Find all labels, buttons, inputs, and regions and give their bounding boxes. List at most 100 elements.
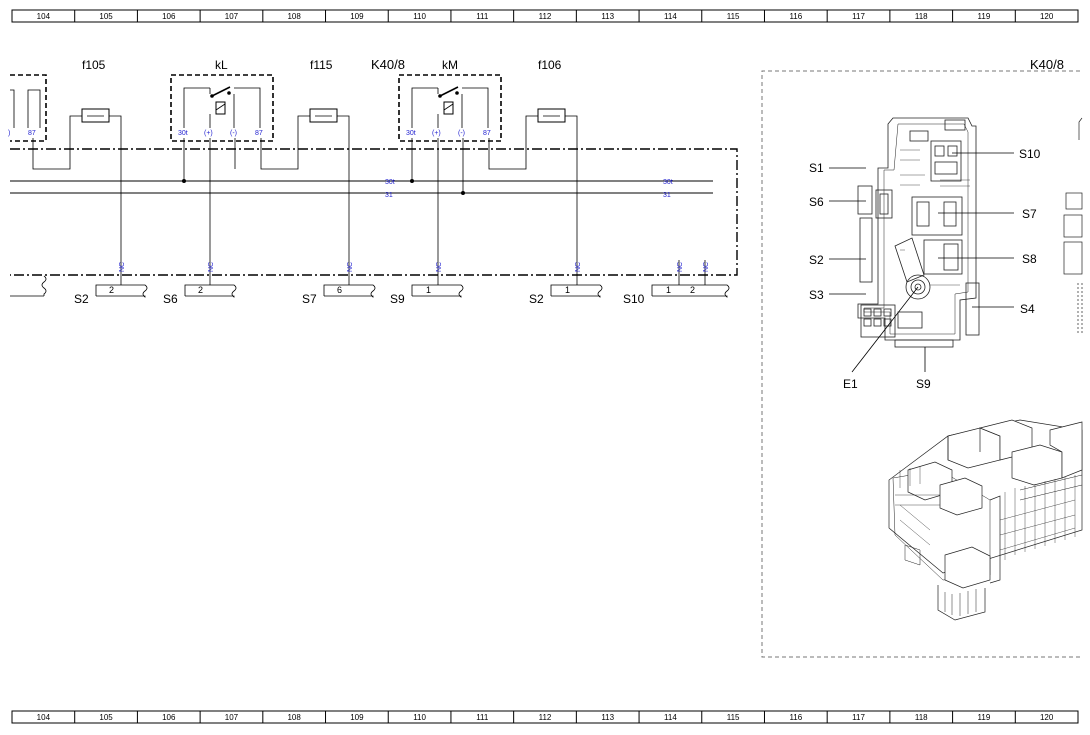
- relay-kl-pin-30t: 30t: [178, 130, 188, 137]
- nc-label: NC: [208, 262, 215, 272]
- relay-km-pin-30t: 30t: [406, 130, 416, 137]
- connector-name: S2: [74, 292, 89, 306]
- relay-km-pin-minus: (-): [458, 130, 465, 137]
- callout-s10: S10: [1019, 147, 1041, 161]
- connector-pin: 6: [337, 285, 342, 295]
- ruler-column-label: 108: [287, 713, 301, 722]
- callout-s2: S2: [809, 253, 824, 267]
- connector-s2-b: 1 S2: [529, 284, 603, 306]
- callout-s9: S9: [916, 377, 931, 391]
- callout-s6: S6: [809, 195, 824, 209]
- ruler-column-label: 111: [476, 12, 489, 21]
- nc-label: NC: [347, 262, 354, 272]
- ruler-column-label: 117: [852, 12, 865, 21]
- connector-s2-a: 2 S2: [74, 284, 148, 306]
- nc-label: NC: [677, 262, 684, 272]
- ruler-column-label: 109: [350, 12, 364, 21]
- connector-pin: 1: [565, 285, 570, 295]
- bus-label-30t: 30t: [385, 179, 395, 186]
- ruler-column-label: 120: [1040, 713, 1054, 722]
- ruler-column-label: 115: [727, 713, 740, 722]
- connector-name: S7: [302, 292, 317, 306]
- connector-s6: 2 S6: [163, 284, 237, 306]
- column-ruler-bottom-frame: [11, 710, 1079, 724]
- connector-pin: 2: [198, 285, 203, 295]
- fuse-f115: f115: [297, 58, 350, 149]
- ruler-column-label: 112: [539, 713, 552, 722]
- column-ruler-top-frame: [11, 9, 1079, 23]
- ruler-column-label: 106: [162, 713, 176, 722]
- module-boundary: [10, 148, 738, 276]
- fuse-f106-label: f106: [538, 58, 562, 72]
- ruler-column-label: 120: [1040, 12, 1054, 21]
- detail-leader-lines: [829, 152, 1014, 373]
- ruler-column-label: 117: [852, 713, 865, 722]
- left-partial-relay: ) 87: [8, 74, 71, 170]
- relay-km-pin-plus: (+): [432, 130, 441, 137]
- partial-side-view: [1063, 117, 1083, 335]
- callout-s1: S1: [809, 161, 824, 175]
- module-label-main: K40/8: [371, 57, 405, 72]
- connector-pin: 2: [109, 285, 114, 295]
- fuse-f105: f105: [69, 58, 122, 149]
- nc-label: NC: [436, 262, 443, 272]
- ruler-column-label: 118: [915, 12, 928, 21]
- connector-s7: 6 S7: [302, 284, 376, 306]
- ruler-column-label: 107: [225, 713, 239, 722]
- ruler-column-label: 114: [664, 713, 677, 722]
- left-partial-paren: ): [8, 130, 10, 137]
- module-isometric-view: [888, 419, 1083, 621]
- connector-s9: 1 S9: [390, 284, 464, 306]
- module-detail-view: K40/8: [761, 57, 1083, 658]
- connector-s10: 1 2 S10: [623, 284, 730, 306]
- relay-kl-pin-minus: (-): [230, 130, 237, 137]
- ruler-column-label: 113: [601, 12, 614, 21]
- relay-kl-pin-87: 87: [255, 130, 263, 137]
- ruler-column-label: 114: [664, 12, 677, 21]
- ruler-column-label: 116: [789, 12, 802, 21]
- nc-label: NC: [575, 262, 582, 272]
- connector-left-partial: [10, 275, 47, 297]
- ruler-column-label: 116: [789, 713, 802, 722]
- ruler-column-label: 105: [99, 12, 113, 21]
- relay-kl-pin-plus: (+): [204, 130, 213, 137]
- ruler-column-label: 104: [37, 713, 51, 722]
- relay-kl-label: kL: [215, 58, 228, 72]
- fuse-f115-label: f115: [310, 58, 333, 72]
- left-partial-pin-87: 87: [28, 130, 36, 137]
- callout-e1: E1: [843, 377, 858, 391]
- connector-pin: 1: [666, 285, 671, 295]
- relay-km: kM 30t (+) (-) 87: [398, 58, 527, 195]
- ruler-column-label: 105: [99, 713, 113, 722]
- connector-name: S2: [529, 292, 544, 306]
- connector-name: S9: [390, 292, 405, 306]
- ruler-column-label: 115: [727, 12, 740, 21]
- module-top-view: [857, 117, 980, 348]
- ruler-column-label: 119: [978, 713, 991, 722]
- feeder-wires: [120, 149, 706, 285]
- callout-s8: S8: [1022, 252, 1037, 266]
- fuse-f105-label: f105: [82, 58, 106, 72]
- ruler-column-label: 110: [413, 713, 426, 722]
- ruler-column-label: 108: [287, 12, 301, 21]
- callout-s4: S4: [1020, 302, 1035, 316]
- nc-labels: NC NC NC NC NC NC NC: [119, 262, 710, 272]
- ruler-column-label: 106: [162, 12, 176, 21]
- connector-pin: 1: [426, 285, 431, 295]
- nc-label: NC: [703, 262, 710, 272]
- connector-pin: 2: [690, 285, 695, 295]
- ruler-column-label: 107: [225, 12, 239, 21]
- module-label-detail: K40/8: [1030, 57, 1064, 72]
- ruler-column-label: 111: [476, 713, 489, 722]
- connector-name: S6: [163, 292, 178, 306]
- relay-kl: kL 30t (+) (-) 87: [170, 58, 299, 183]
- ruler-column-label: 109: [350, 713, 364, 722]
- nc-label: NC: [119, 262, 126, 272]
- callout-s3: S3: [809, 288, 824, 302]
- detail-callouts: S1 S6 S2 S3 S10 S7 S8 S4 E1 S9: [809, 147, 1041, 391]
- ruler-column-label: 110: [413, 12, 426, 21]
- relay-km-pin-87: 87: [483, 130, 491, 137]
- ruler-column-label: 119: [978, 12, 991, 21]
- ruler-column-label: 113: [601, 713, 614, 722]
